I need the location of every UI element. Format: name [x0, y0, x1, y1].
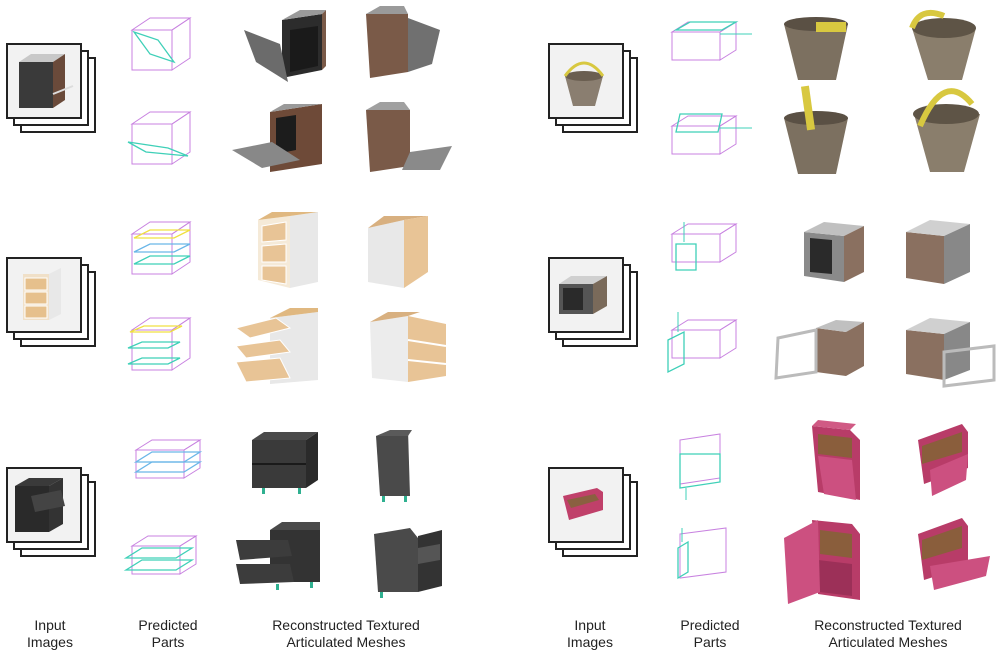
mesh-pink-cabinet-open-2: [918, 518, 990, 590]
mesh-oven-open-back: [366, 6, 440, 78]
input-image-bucket: [548, 43, 638, 133]
input-image-oven-cabinet: [6, 43, 96, 133]
mesh-pink-cabinet-2: [918, 424, 968, 496]
caption-line: Articulated Meshes: [828, 634, 948, 650]
mesh-bucket-3: [784, 85, 848, 174]
caption-right-meshes: Reconstructed Textured Articulated Meshe…: [800, 617, 976, 651]
caption-line: Reconstructed Textured: [814, 617, 962, 633]
input-image-microwave: [548, 257, 638, 347]
predicted-parts-bucket-2: [671, 113, 752, 155]
predicted-parts-drawer-1: [131, 221, 191, 275]
mesh-bucket-1: [784, 17, 848, 80]
predicted-parts-bucket-1: [671, 21, 752, 61]
mesh-bucket-4: [913, 88, 980, 172]
caption-left-meshes: Reconstructed Textured Articulated Meshe…: [258, 617, 434, 651]
caption-left-parts: Predicted Parts: [128, 617, 208, 651]
predicted-parts-pink-1: [679, 433, 721, 500]
predicted-parts-pink-2: [677, 527, 727, 580]
input-image-dark-dresser: [6, 467, 96, 557]
mesh-microwave-open-1: [774, 320, 864, 380]
caption-line: Images: [27, 634, 73, 650]
mesh-microwave-2: [906, 220, 970, 284]
mesh-pink-cabinet-1: [812, 420, 860, 500]
input-image-drawer-cabinet: [6, 257, 96, 347]
caption-line: Parts: [693, 634, 727, 650]
mesh-microwave-1: [804, 222, 864, 282]
predicted-parts-oven-2: [127, 111, 191, 165]
caption-line: Predicted: [138, 617, 198, 633]
mesh-dresser-back: [376, 430, 412, 502]
input-image-pink-cabinet: [548, 467, 638, 557]
mesh-pink-cabinet-open-1: [784, 520, 860, 604]
mesh-oven-door-down-front: [232, 104, 322, 172]
caption-line: Predicted: [680, 617, 740, 633]
mesh-bucket-2: [909, 10, 976, 80]
predicted-parts-dresser-1: [133, 439, 203, 479]
caption-right-input: Input Images: [560, 617, 620, 651]
caption-line: Input: [574, 617, 606, 633]
mesh-dresser-open-back: [374, 528, 442, 598]
mesh-oven-open-front: [244, 10, 326, 82]
mesh-drawer-cabinet-open-back: [370, 312, 447, 382]
mesh-dresser-front: [252, 432, 318, 494]
caption-line: Parts: [151, 634, 185, 650]
caption-line: Input: [34, 617, 66, 633]
predicted-parts-microwave-1: [671, 222, 737, 271]
mesh-microwave-open-2: [906, 318, 996, 388]
mesh-drawer-cabinet-open-front: [234, 308, 318, 384]
mesh-oven-door-down-back: [366, 102, 452, 172]
predicted-parts-drawer-2: [127, 317, 191, 371]
caption-line: Images: [567, 634, 613, 650]
predicted-parts-oven-1: [131, 17, 191, 71]
mesh-dresser-open-front: [236, 522, 320, 590]
mesh-drawer-cabinet-front: [258, 212, 318, 288]
predicted-parts-microwave-2: [667, 312, 737, 374]
caption-line: Reconstructed Textured: [272, 617, 420, 633]
caption-left-input: Input Images: [20, 617, 80, 651]
predicted-parts-dresser-2: [123, 535, 197, 575]
caption-line: Articulated Meshes: [286, 634, 406, 650]
caption-right-parts: Predicted Parts: [670, 617, 750, 651]
mesh-drawer-cabinet-back: [368, 216, 428, 288]
